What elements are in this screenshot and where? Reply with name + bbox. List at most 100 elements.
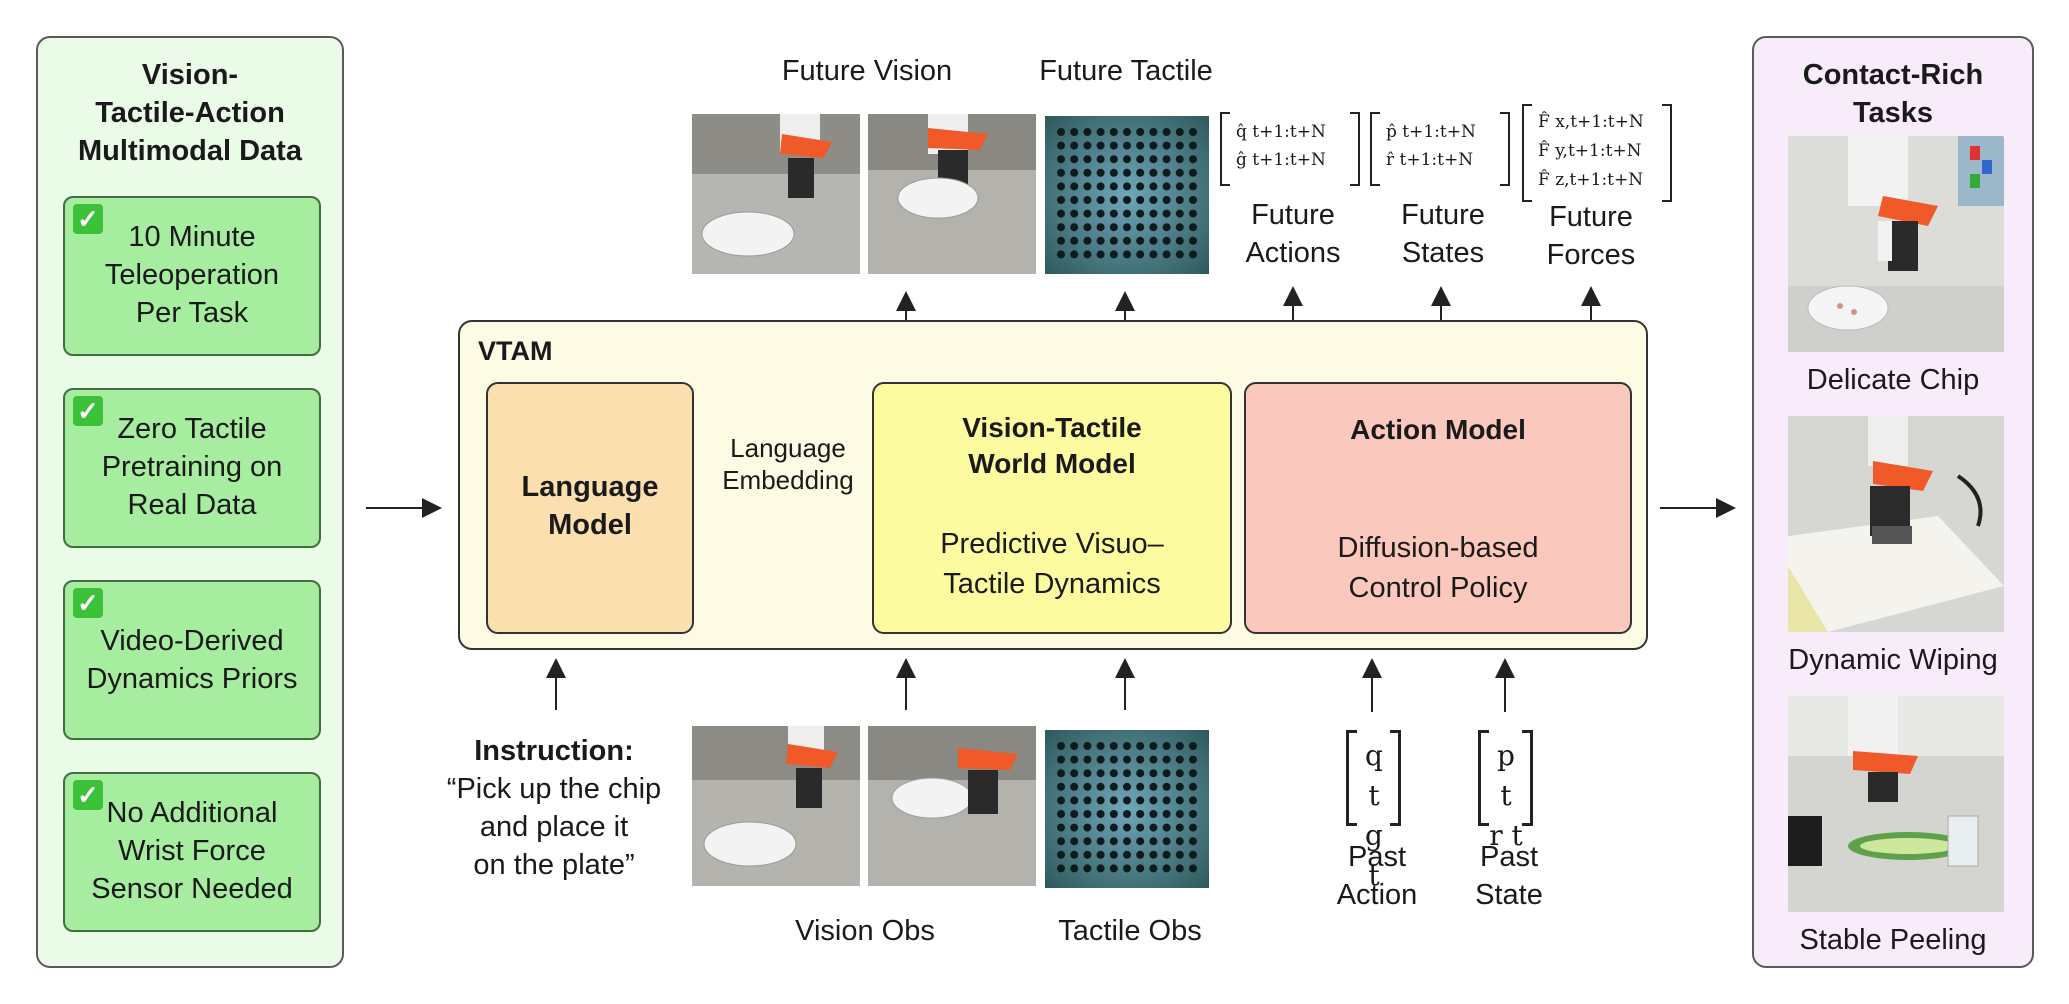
task-label: Delicate Chip (1806, 364, 1980, 396)
label-line: Future (1251, 199, 1335, 231)
vision-obs-frame-1 (692, 726, 860, 886)
future-vision-frame-2 (868, 114, 1036, 274)
feature-card: ✓ Video-Derived Dynamics Priors (63, 580, 321, 740)
checkmark-icon: ✓ (73, 588, 103, 618)
task-photo-wiping (1788, 416, 2004, 632)
bracket-right (1662, 104, 1672, 202)
math-line: g t (1365, 819, 1383, 892)
label-line: Actions (1245, 237, 1341, 269)
action-model-subtitle: Diffusion-based Control Policy (1246, 528, 1630, 608)
past-action-label: Past Action (1312, 838, 1442, 914)
feature-line: Pretraining on (101, 451, 283, 483)
vtam-title: VTAM (478, 336, 553, 366)
label-line: States (1401, 237, 1485, 269)
feature-line: Per Task (135, 297, 249, 329)
bracket-right (1522, 730, 1533, 826)
label-line: State (1475, 879, 1543, 911)
label-line: Past (1479, 841, 1539, 873)
bracket-right (1500, 112, 1510, 186)
vision-obs-label: Vision Obs (795, 915, 935, 947)
task-label: Stable Peeling (1799, 924, 1987, 956)
checkmark-icon: ✓ (73, 204, 103, 234)
action-model-title: Action Model (1350, 414, 1526, 445)
future-states-label: Future States (1378, 196, 1508, 272)
math-line: F̂ z,t+1:t+N (1538, 170, 1644, 190)
future-tactile-image (1045, 116, 1209, 274)
math-line: q t (1365, 739, 1383, 812)
instruction-title: Instruction: (474, 735, 634, 767)
math-line: r t (1489, 819, 1523, 852)
task-photo-peeling (1788, 696, 2004, 912)
future-vision-frame-1 (692, 114, 860, 274)
feature-text: Video-Derived Dynamics Priors (71, 622, 313, 698)
multimodal-data-panel: Vision- Tactile-Action Multimodal Data ✓… (36, 36, 344, 968)
past-state-math: p t r t (1488, 736, 1524, 856)
vision-obs-frame-2 (868, 726, 1036, 886)
label-line: Vision-Tactile (962, 412, 1142, 443)
contact-rich-tasks-panel: Contact-Rich Tasks Delicate Chip (1752, 36, 2034, 968)
bracket-left (1522, 104, 1532, 202)
feature-line: Zero Tactile (117, 413, 267, 445)
math-line: p̂ t+1:t+N (1386, 122, 1476, 142)
feature-line: Real Data (127, 489, 257, 521)
feature-line: Video-Derived (100, 625, 284, 657)
tactile-obs-label: Tactile Obs (1058, 915, 1202, 947)
future-states-math: p̂ t+1:t+N r̂ t+1:t+N (1386, 118, 1476, 174)
label-line: Forces (1546, 239, 1636, 271)
world-model-box: Vision-Tactile World Model Predictive Vi… (872, 382, 1232, 634)
feature-line: 10 Minute (128, 221, 256, 253)
task-photo-chip (1788, 136, 2004, 352)
math-line: F̂ x,t+1:t+N (1538, 112, 1644, 132)
bracket-right (1350, 112, 1360, 186)
instruction-block: Instruction: “Pick up the chip and place… (384, 732, 724, 884)
feature-line: Wrist Force (118, 835, 266, 867)
math-line: r̂ t+1:t+N (1386, 150, 1474, 170)
future-actions-label: Future Actions (1228, 196, 1358, 272)
feature-card: ✓ 10 Minute Teleoperation Per Task (63, 196, 321, 356)
bracket-left (1370, 112, 1380, 186)
future-forces-math: F̂ x,t+1:t+N F̂ y,t+1:t+N F̂ z,t+1:t+N (1538, 108, 1644, 195)
math-line: q̂ t+1:t+N (1236, 122, 1326, 142)
label-line: Past (1347, 841, 1407, 873)
title-line: Contact-Rich (1802, 59, 1984, 91)
bracket-left (1478, 730, 1489, 826)
math-line: F̂ y,t+1:t+N (1538, 141, 1642, 161)
tactile-obs-image (1045, 730, 1209, 888)
future-forces-label: Future Forces (1526, 198, 1656, 274)
label-line: Tactile Dynamics (943, 568, 1161, 600)
instruction-line: on the plate” (473, 849, 635, 881)
title-line: Vision- (141, 59, 239, 91)
bracket-right (1390, 730, 1401, 826)
label-line: World Model (968, 448, 1136, 479)
embedding-label: Language Embedding (708, 432, 868, 496)
world-model-title: Vision-Tactile World Model (874, 410, 1230, 482)
panel-title: Vision- Tactile-Action Multimodal Data (38, 56, 342, 170)
instruction-line: “Pick up the chip (446, 773, 662, 805)
feature-card: ✓ Zero Tactile Pretraining on Real Data (63, 388, 321, 548)
checkmark-icon: ✓ (73, 780, 103, 810)
feature-card: ✓ No Additional Wrist Force Sensor Neede… (63, 772, 321, 932)
future-actions-math: q̂ t+1:t+N ĝ t+1:t+N (1236, 118, 1326, 174)
label-line: Embedding (722, 465, 854, 495)
vtam-container: VTAM Language Model Language Embedding V… (458, 320, 1648, 650)
title-line: Multimodal Data (78, 135, 302, 167)
feature-line: Dynamics Priors (86, 663, 298, 695)
bracket-left (1220, 112, 1230, 186)
label-line: Action (1336, 879, 1418, 911)
panel-title: Contact-Rich Tasks (1754, 56, 2032, 132)
future-vision-label: Future Vision (781, 55, 953, 87)
language-model-label: Language Model (488, 468, 692, 544)
label-line: Predictive Visuo– (940, 528, 1164, 560)
label-line: Future (1401, 199, 1485, 231)
label-line: Language (521, 471, 659, 503)
future-tactile-label: Future Tactile (1039, 55, 1213, 87)
label-line: Model (548, 509, 632, 541)
feature-line: Teleoperation (104, 259, 280, 291)
past-action-math: q t g t (1356, 736, 1392, 896)
feature-line: Sensor Needed (91, 873, 293, 905)
feature-line: No Additional (106, 797, 278, 829)
label-line: Diffusion-based (1337, 532, 1539, 564)
math-line: p t (1497, 739, 1515, 812)
language-model-box: Language Model (486, 382, 694, 634)
title-line: Tasks (1852, 97, 1934, 129)
